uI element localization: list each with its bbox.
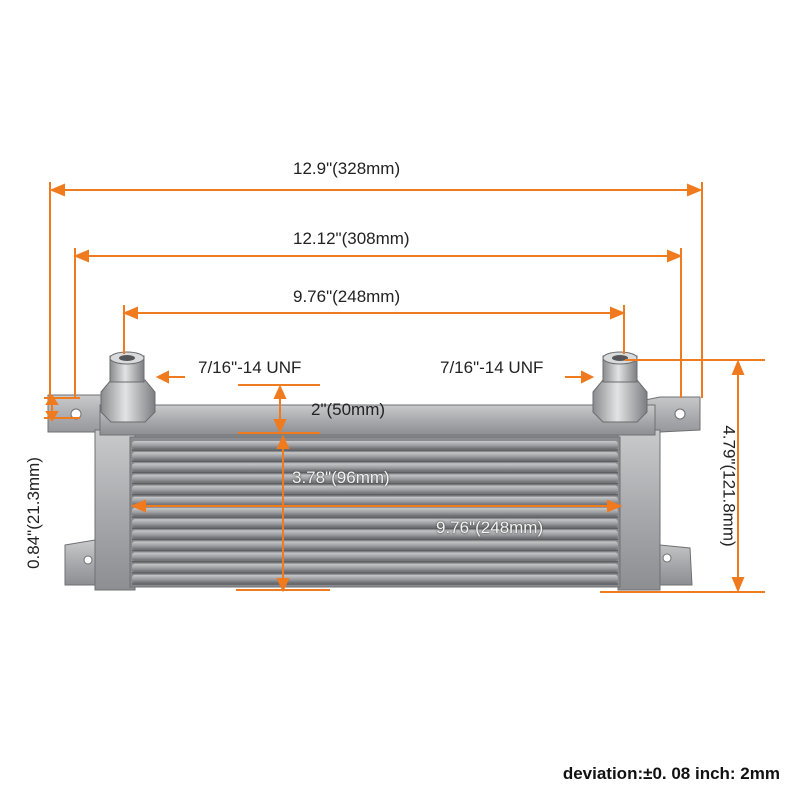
deviation-note: deviation:±0. 08 inch: 2mm — [562, 764, 780, 783]
core-height-label: 3.78"(96mm) — [292, 468, 390, 487]
right-fitting-icon — [592, 351, 648, 423]
core-width-label: 9.76"(248mm) — [436, 518, 544, 537]
top-header — [99, 404, 656, 436]
header-height-label: 2"(50mm) — [311, 400, 386, 419]
bottom-left-hole — [83, 555, 93, 565]
fin-row — [132, 463, 618, 472]
right-end-tank — [617, 429, 661, 591]
overall-width-label: 12.9"(328mm) — [293, 159, 401, 178]
bracket-height-label: 0.84"(21.3mm) — [23, 457, 43, 569]
fin-row — [132, 541, 618, 550]
fitting-span-label: 9.76"(248mm) — [293, 287, 401, 306]
thread-left-label: 7/16"-14 UNF — [198, 358, 302, 377]
hole-span-label: 12.12"(308mm) — [293, 229, 410, 248]
bottom-right-hole — [662, 553, 672, 563]
fin-row — [132, 574, 618, 583]
cooler-fins — [132, 441, 618, 585]
dimension-lines — [44, 182, 765, 593]
fin-row — [132, 530, 618, 539]
fin-row — [132, 474, 618, 483]
fin-row — [132, 552, 618, 561]
fin-row — [132, 485, 618, 494]
left-fitting-icon — [100, 351, 156, 423]
fin-row — [132, 519, 618, 528]
overall-height-label: 4.79"(121.8mm) — [719, 425, 739, 547]
fin-row — [132, 563, 618, 572]
oil-cooler-icon — [47, 394, 701, 591]
top-right-hole — [674, 408, 686, 420]
fin-row — [132, 441, 618, 450]
thread-right-label: 7/16"-14 UNF — [440, 358, 544, 377]
left-end-tank — [94, 429, 136, 591]
fin-row — [132, 496, 618, 505]
fin-row — [132, 452, 618, 461]
fin-row — [132, 507, 618, 517]
